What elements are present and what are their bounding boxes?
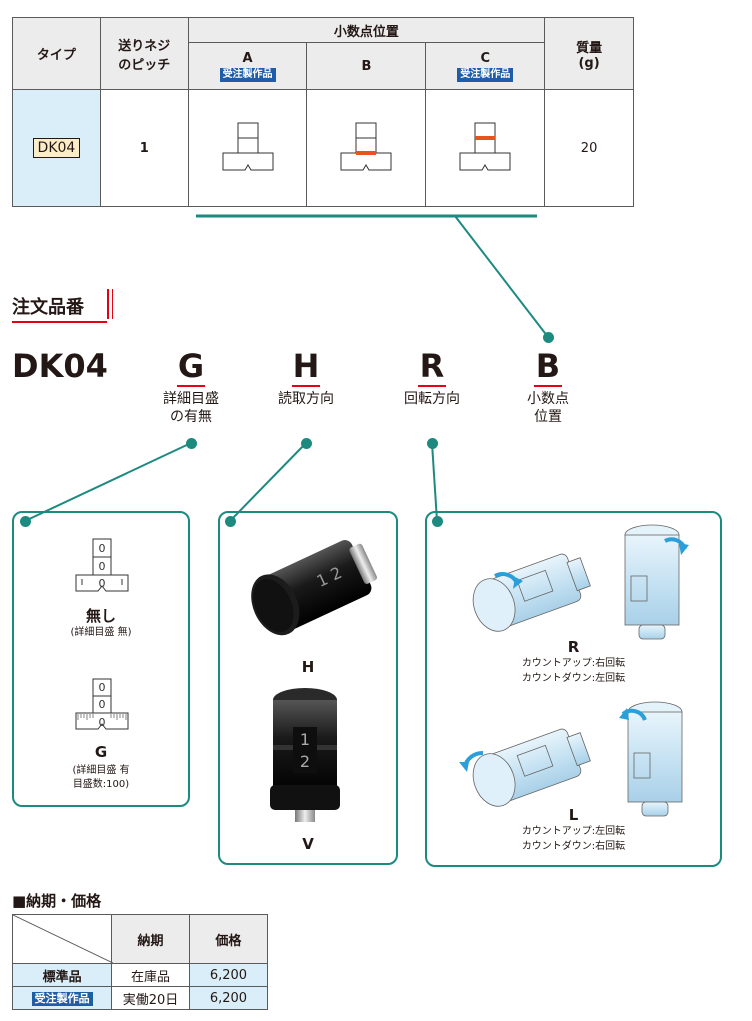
svg-text:0: 0 — [99, 577, 106, 590]
code-part-h: H 読取方向 — [278, 347, 334, 407]
made-to-order-badge: 受注製作品 — [457, 67, 514, 82]
connector-r — [431, 442, 438, 522]
connector-h — [229, 442, 307, 522]
connector-dot-g-panel — [20, 516, 31, 527]
code-part-b: B 小数点 位置 — [527, 347, 569, 425]
connector-b — [454, 215, 549, 338]
reading-h-label: H — [301, 658, 315, 676]
rotation-l-note-2: カウントダウン:右回転 — [521, 841, 626, 852]
connector-dot-g-top — [186, 438, 197, 449]
table-row: 標準品 在庫品 6,200 — [11, 963, 269, 987]
cell-mass: 20 — [544, 89, 634, 207]
counter-horizontal-image: 1 2 — [251, 540, 378, 636]
svg-text:0: 0 — [99, 698, 106, 711]
decimal-diagram-c — [459, 122, 511, 171]
table-row: 受注製作品 実働20日 6,200 — [11, 986, 269, 1010]
connector-dot-r-panel — [432, 516, 443, 527]
reading-v-label: V — [302, 835, 314, 853]
order-code-title: 注文品番 — [12, 289, 113, 323]
no-graduation-label: 無し — [85, 607, 116, 625]
rotation-l-label: L — [568, 806, 579, 824]
cell-type: DK04 — [12, 89, 101, 207]
cell-diagram-b — [306, 89, 427, 207]
spec-table: タイプ 送りネジ のピッチ 小数点位置 質量 (g) A 受注製作品 B C 受… — [12, 17, 634, 207]
delivery-title: ■納期・価格 — [12, 892, 102, 910]
graduation-panel: 0 0 0 無し (詳細目盛 無) 0 0 0 G (詳細目盛 有 目盛数:10… — [12, 511, 190, 807]
counter-r-horizontal-image — [472, 553, 591, 632]
counter-r-vertical-image — [624, 524, 689, 640]
code-part-g: G 詳細目盛 の有無 — [163, 347, 219, 425]
header-delivery: 納期 — [111, 914, 190, 964]
row-delivery: 実働20日 — [111, 986, 190, 1010]
row-price: 6,200 — [188, 963, 269, 987]
model-code: DK04 — [12, 347, 108, 385]
counter-l-horizontal-image — [459, 728, 591, 807]
decimal-diagram-b — [340, 122, 392, 171]
graduation-note-2: 目盛数:100) — [72, 779, 130, 790]
row-delivery: 在庫品 — [111, 963, 190, 987]
cell-diagram-c — [425, 89, 546, 207]
made-to-order-badge: 受注製作品 — [219, 67, 276, 82]
graduation-diagram: 0 0 0 — [75, 678, 129, 730]
code-part-r: R 回転方向 — [404, 347, 460, 407]
svg-text:2: 2 — [300, 752, 310, 771]
rotation-direction-panel: R カウントアップ:右回転 カウントダウン:左回転 L カウントアップ:左回転 … — [425, 511, 722, 867]
header-price: 価格 — [188, 914, 269, 964]
price-table: 納期 価格 標準品 在庫品 6,200 受注製作品 実働20日 6,200 — [11, 914, 269, 1010]
svg-text:0: 0 — [99, 681, 106, 694]
connector-dot-h-top — [301, 438, 312, 449]
row-price: 6,200 — [188, 986, 269, 1010]
type-code: DK04 — [32, 138, 81, 158]
rotation-l-note-1: カウントアップ:左回転 — [521, 826, 626, 837]
rotation-r-note-2: カウントダウン:左回転 — [521, 673, 626, 684]
header-mass: 質量 (g) — [544, 17, 634, 90]
row-name-standard: 標準品 — [11, 963, 113, 987]
rotation-r-label: R — [567, 638, 580, 656]
header-col-a: A 受注製作品 — [187, 42, 308, 90]
connector-dot-r-top — [427, 438, 438, 449]
decimal-diagram-a — [222, 122, 274, 171]
connector-dot-b — [543, 332, 554, 343]
header-col-b: B — [306, 42, 427, 90]
no-graduation-diagram: 0 0 0 — [75, 538, 129, 592]
header-decimal-position: 小数点位置 — [187, 17, 546, 43]
price-corner-cell — [11, 914, 113, 964]
cell-pitch: 1 — [99, 89, 189, 207]
graduation-label: G — [94, 743, 108, 761]
connector-g — [24, 442, 192, 522]
rotation-r-note-1: カウントアップ:右回転 — [521, 658, 626, 669]
row-name-made-to-order: 受注製作品 — [11, 986, 113, 1010]
header-col-c: C 受注製作品 — [425, 42, 546, 90]
svg-text:0: 0 — [99, 716, 106, 729]
no-graduation-note: (詳細目盛 無) — [70, 627, 132, 638]
connector-dot-h-panel — [225, 516, 236, 527]
svg-text:0: 0 — [99, 560, 106, 573]
counter-l-vertical-image — [619, 701, 683, 817]
counter-vertical-image: 1 2 — [270, 688, 340, 822]
header-type: タイプ — [12, 17, 101, 90]
svg-text:1: 1 — [300, 730, 310, 749]
svg-text:0: 0 — [99, 542, 106, 555]
graduation-note-1: (詳細目盛 有 — [72, 765, 130, 776]
reading-direction-panel: 1 2 H 1 2 V — [218, 511, 398, 865]
